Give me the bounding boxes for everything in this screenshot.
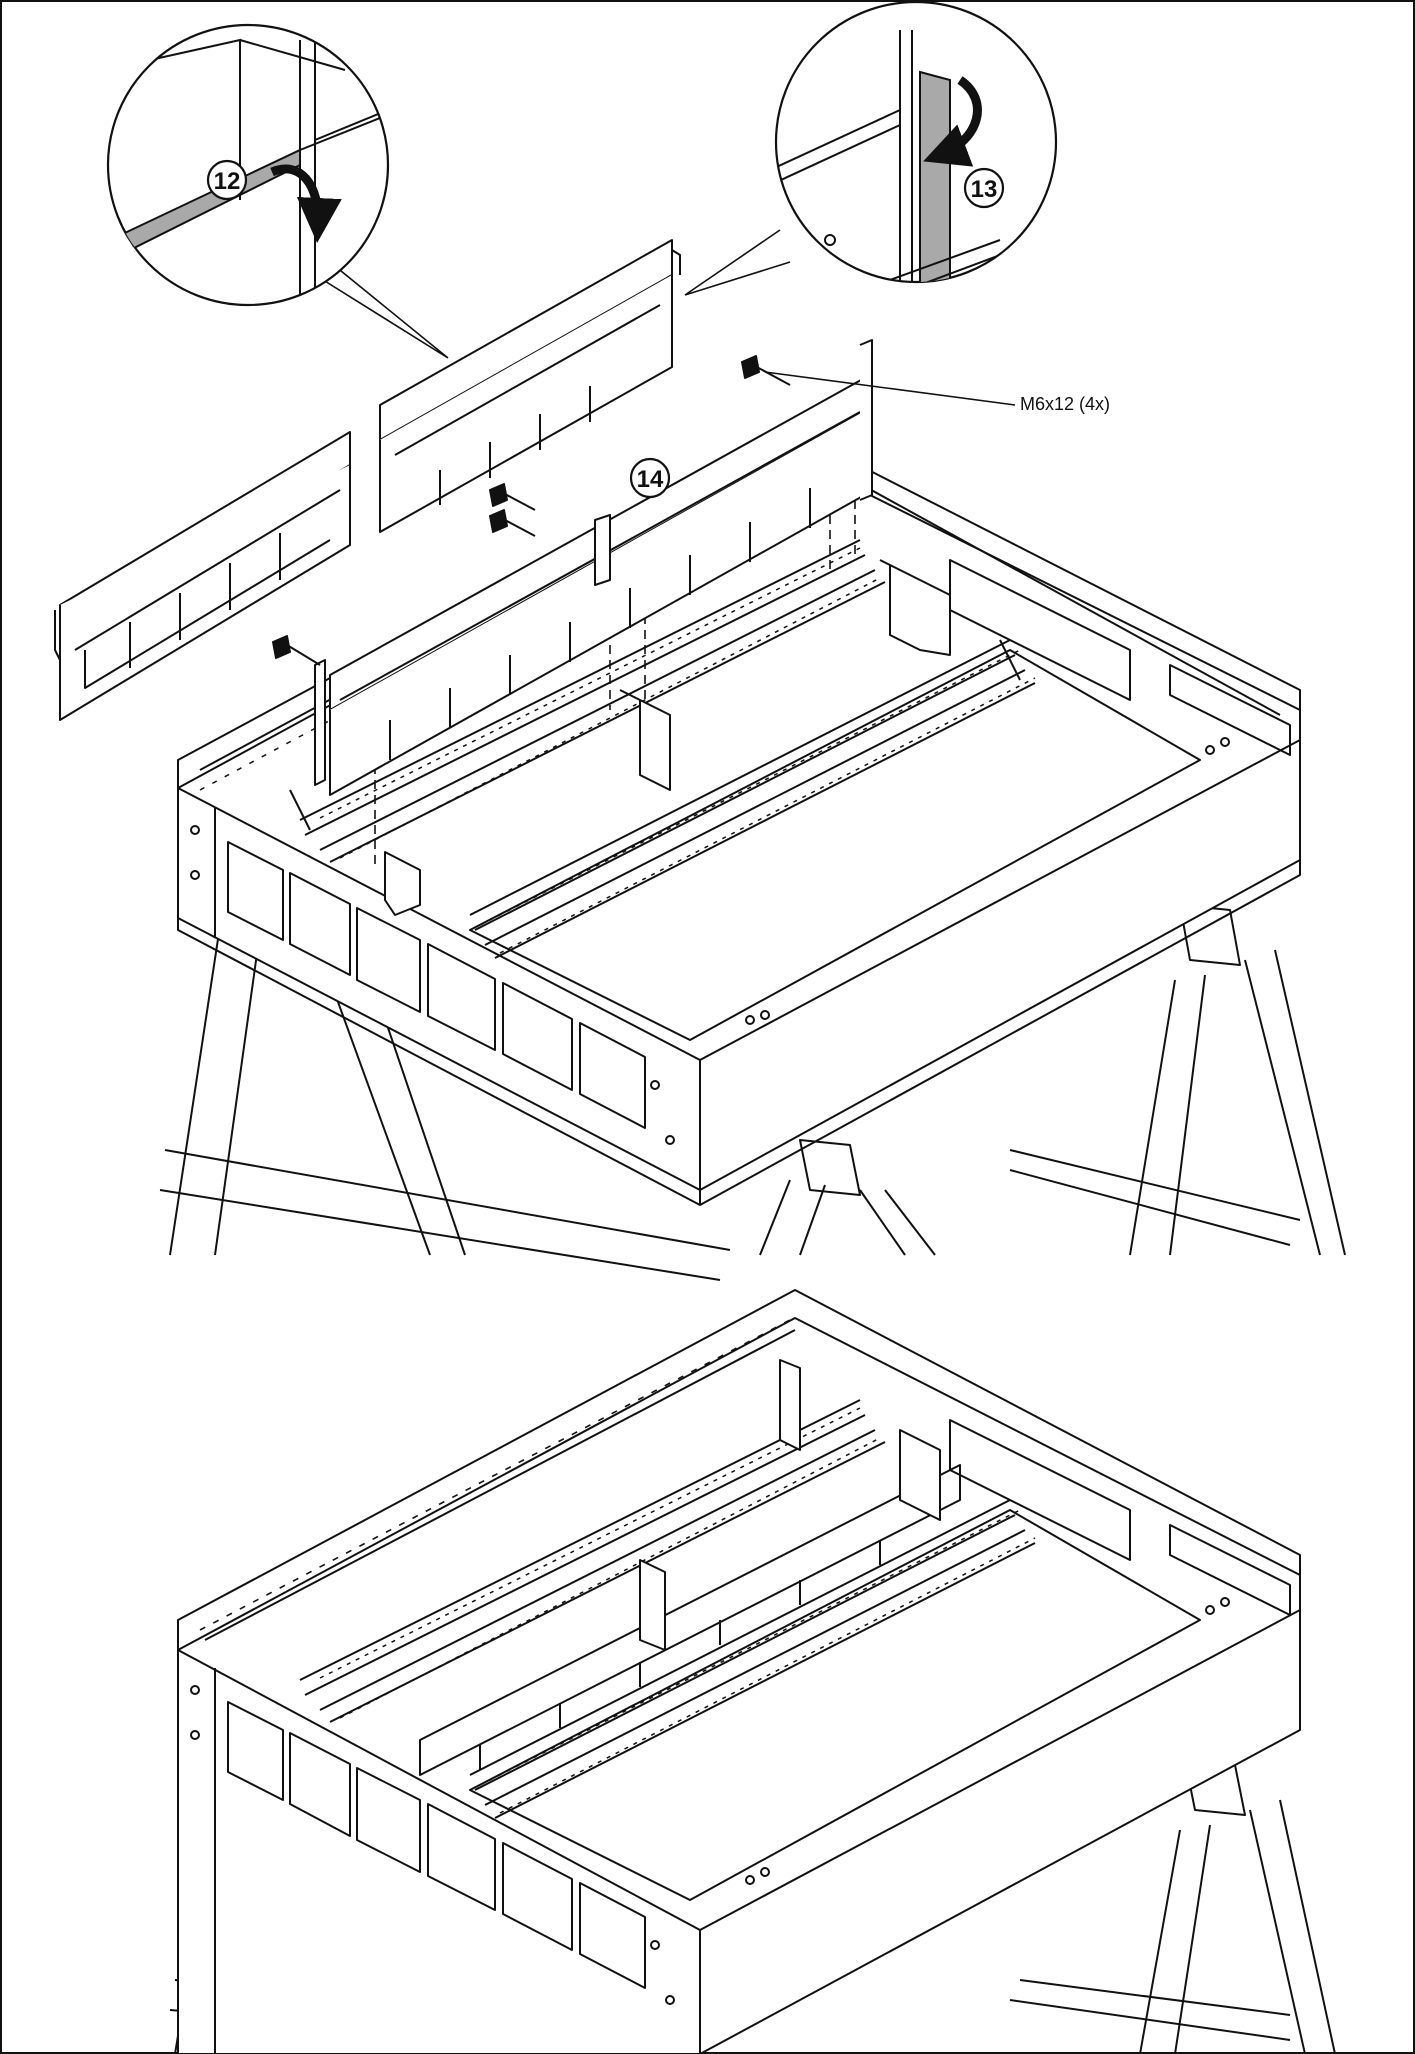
top-trestles [159,859,1346,1281]
curved-arrow-icon [923,76,982,167]
front-panel-windows [227,841,646,1129]
top-brackets [384,559,951,916]
step-number-14: 14 [637,466,664,493]
top-illustration [54,229,1346,1281]
detail-12-connector [319,261,449,359]
detail-13-connector [684,229,791,296]
screw-icon [272,355,791,666]
step-badge-12: 12 [206,159,248,201]
bottom-mounting-rails [299,1359,1291,1819]
curved-arrow-icon [270,164,342,243]
screw-1 [272,635,321,666]
screw-3 [489,509,536,537]
panel-being-installed [314,339,873,796]
bottom-front-panel-windows [227,1701,646,1989]
screw-leader-line [764,371,1016,406]
loose-panel-middle [379,239,681,533]
bottom-cabinet-frame [177,1289,1301,2054]
bottom-illustration [169,1289,1336,2054]
screw-callout-label: M6x12 (4x) [1020,394,1110,414]
step-number-13: 13 [971,176,998,203]
step-number-12: 12 [214,168,241,195]
screw-2 [489,483,536,511]
screw-4 [741,355,791,386]
step-badge-14: 14 [629,457,671,499]
loose-panel-left [54,431,351,721]
detail-circle-12 [106,23,390,307]
detail-circle-13 [774,0,1058,284]
step-badge-13: 13 [963,167,1005,209]
